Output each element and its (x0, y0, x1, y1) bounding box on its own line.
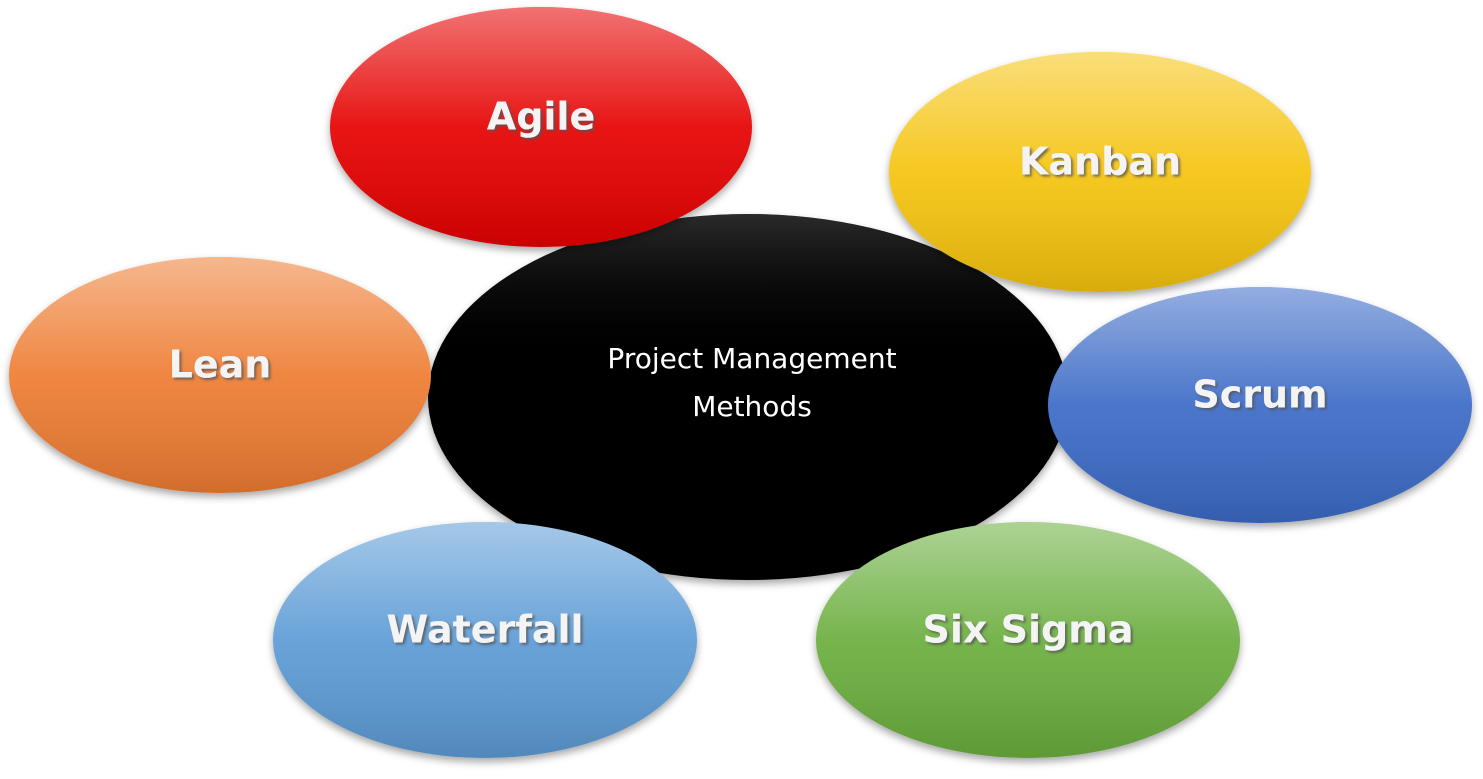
method-node-waterfall: Waterfall (273, 522, 697, 758)
center-node: Project Management Methods (428, 214, 1068, 580)
method-label: Six Sigma (923, 608, 1134, 652)
method-node-scrum: Scrum (1048, 287, 1472, 523)
gloss-overlay (1048, 287, 1472, 523)
method-label: Waterfall (386, 608, 583, 652)
method-node-kanban: Kanban (889, 52, 1311, 292)
gloss-overlay (889, 52, 1311, 292)
method-label: Lean (169, 343, 272, 387)
method-node-six-sigma: Six Sigma (816, 522, 1240, 758)
method-label: Kanban (1019, 140, 1181, 184)
gloss-overlay (330, 7, 752, 247)
method-label: Agile (487, 95, 595, 139)
gloss-overlay (273, 522, 697, 758)
center-label-line1: Project Management (607, 342, 896, 375)
method-node-lean: Lean (9, 257, 431, 493)
gloss-overlay (9, 257, 431, 493)
method-label: Scrum (1192, 373, 1327, 417)
gloss-overlay (816, 522, 1240, 758)
center-label-line2: Methods (692, 390, 812, 423)
method-node-agile: Agile (330, 7, 752, 247)
